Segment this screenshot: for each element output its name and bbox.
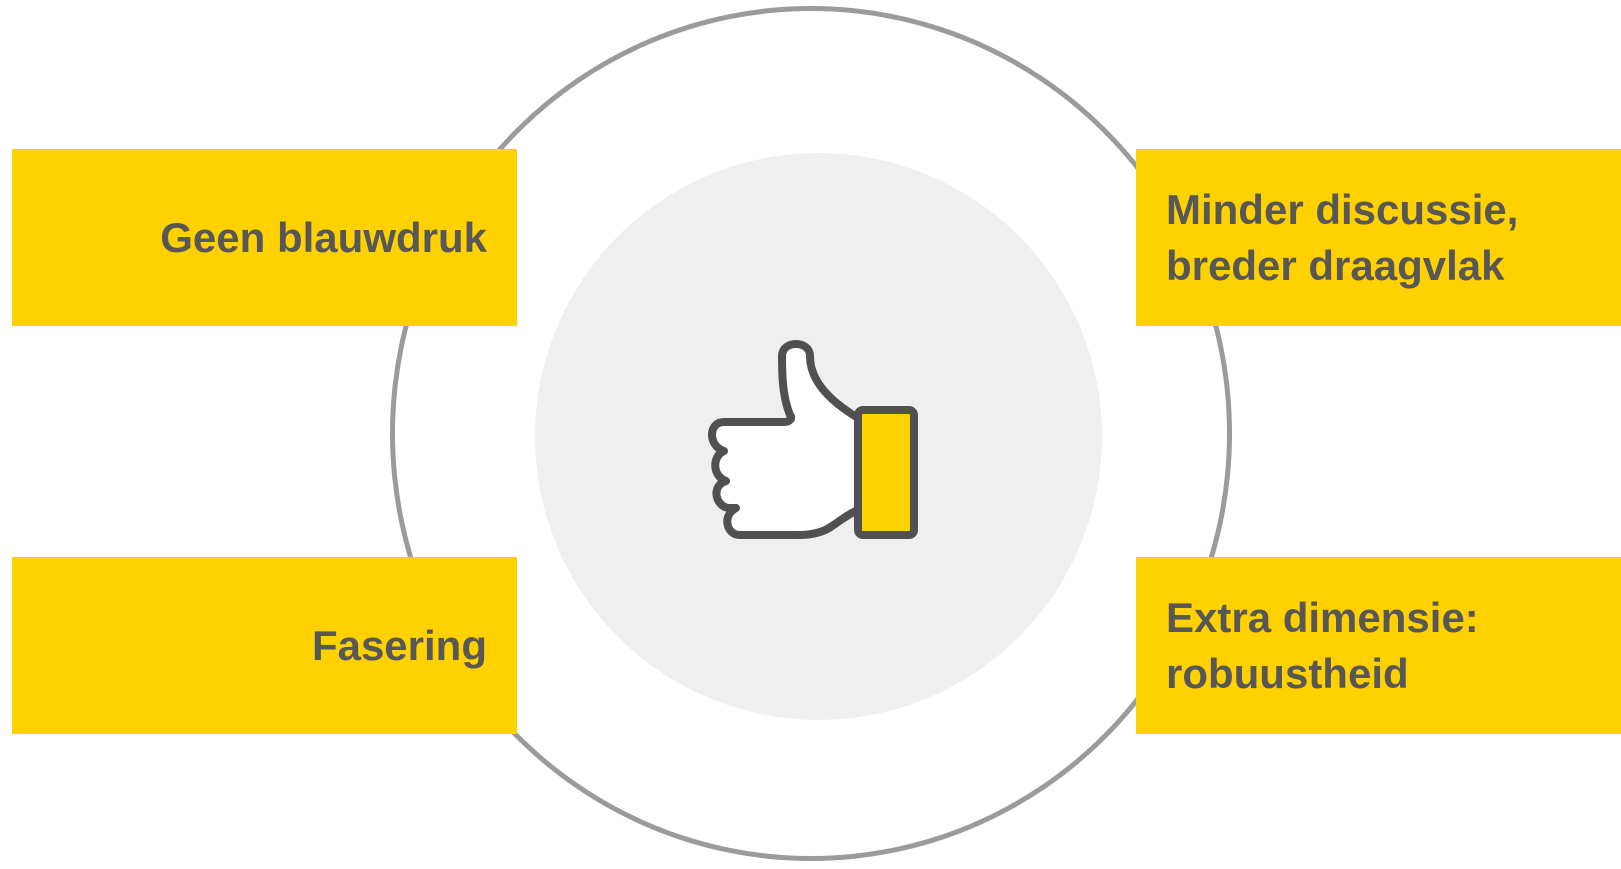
outer-ring xyxy=(390,6,1232,861)
thumbs-up-icon xyxy=(708,340,918,539)
box-bottom-left: Fasering xyxy=(12,557,517,734)
box-top-left-label: Geen blauwdruk xyxy=(160,213,487,261)
box-top-left: Geen blauwdruk xyxy=(12,149,517,326)
box-bottom-left-label: Fasering xyxy=(311,621,487,669)
box-bottom-right: Extra dimensie: robuustheid xyxy=(1136,557,1621,734)
box-top-right: Minder discussie, breder draagvlak xyxy=(1136,149,1621,326)
box-bottom-right-label: Extra dimensie: robuustheid xyxy=(1166,593,1479,697)
box-top-right-label: Minder discussie, breder draagvlak xyxy=(1166,185,1519,289)
